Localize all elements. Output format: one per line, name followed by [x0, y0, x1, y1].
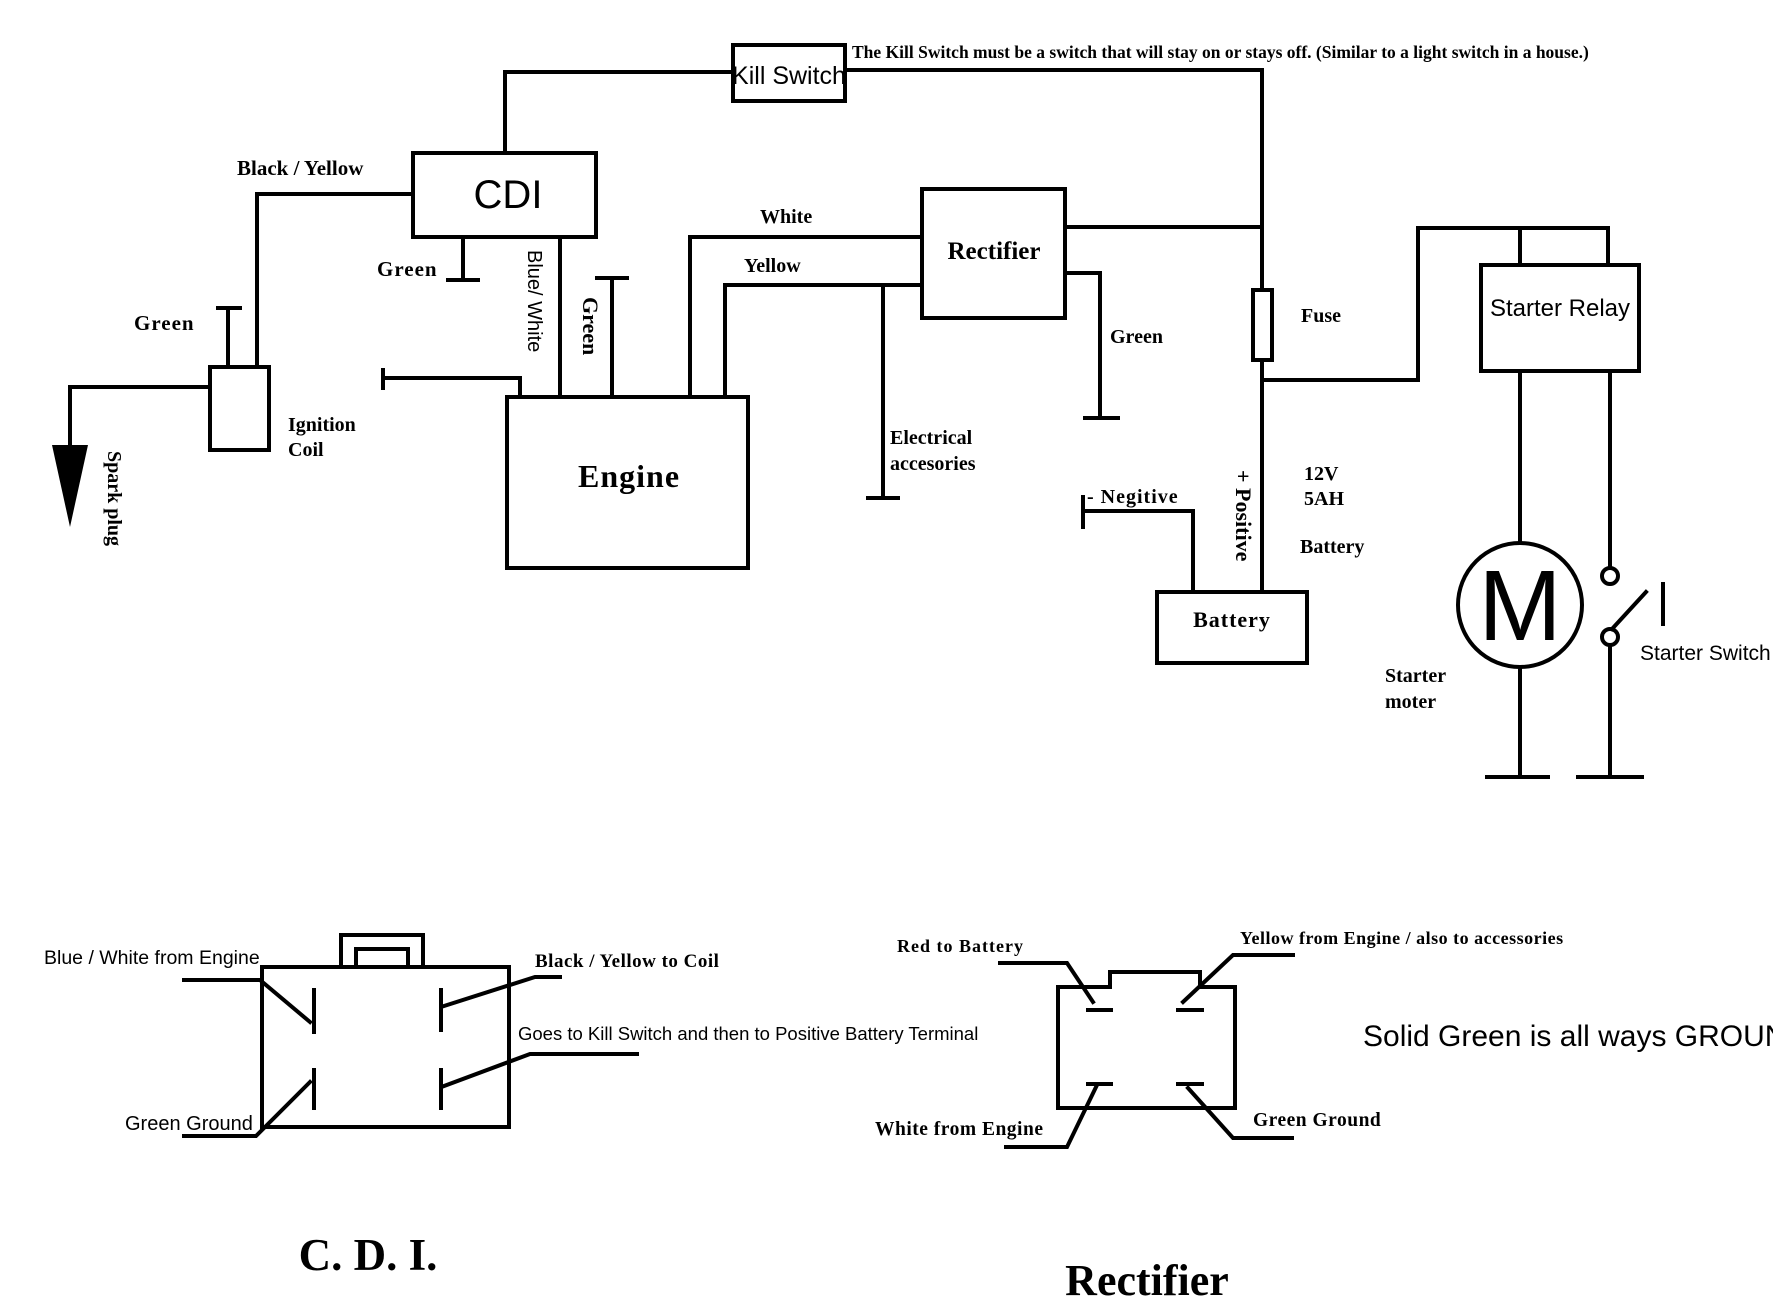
starter-switch-label: Starter Switch: [1640, 642, 1771, 665]
yellow-label: Yellow: [744, 255, 801, 277]
rect-label-yellow: Yellow from Engine / also to accessories: [1240, 928, 1564, 948]
fuse-box: [1251, 288, 1274, 362]
spark-plug-label: Spark plug: [103, 451, 125, 546]
cdi-pin-blue-white: [182, 978, 316, 1034]
wire-black-yellow: [255, 192, 415, 369]
starter-switch-icon: [1600, 566, 1665, 647]
electrical-label-1: Electrical: [890, 427, 973, 449]
rect-label-green-ground: Green Ground: [1253, 1110, 1381, 1131]
ignition-label-2: Coil: [288, 439, 324, 461]
battery-capacity: 5AH: [1304, 488, 1344, 510]
starter-motor-icon: [1456, 541, 1584, 669]
fuse-label: Fuse: [1301, 305, 1341, 327]
kill-switch-note: The Kill Switch must be a switch that wi…: [852, 42, 1589, 62]
electrical-label-2: accesories: [890, 453, 976, 475]
battery-negative-label: - Negitive: [1087, 486, 1179, 508]
battery-voltage: 12V: [1304, 463, 1339, 485]
wire-cdi-to-kill-switch: [503, 70, 735, 155]
cdi-label-green-ground: Green Ground: [125, 1113, 253, 1135]
wire-battery-negative: [1081, 495, 1195, 594]
green-engine-label: Green: [578, 297, 603, 355]
cdi-pin-green-ground: [182, 1068, 316, 1138]
wire-accessories: [866, 283, 900, 500]
wire-white: [688, 235, 924, 399]
ignition-coil-box: [208, 365, 271, 452]
starter-relay-label: Starter Relay: [1490, 295, 1630, 322]
wire-cdi-green: [446, 235, 480, 282]
battery-positive-label: + Positive: [1231, 470, 1256, 562]
starter-motor-label-1: Starter: [1385, 665, 1446, 687]
cdi-detail-title: C. D. I.: [299, 1230, 438, 1280]
starter-motor-label-2: moter: [1385, 691, 1436, 713]
rectifier-label: Rectifier: [948, 238, 1041, 265]
cdi-label: CDI: [474, 173, 543, 217]
cdi-pin-kill-switch: [439, 1052, 639, 1110]
green-cdi-label: Green: [377, 257, 438, 281]
starter-motor-symbol: M: [1478, 550, 1561, 662]
cdi-label-kill-switch: Goes to Kill Switch and then to Positive…: [518, 1023, 978, 1044]
rectifier-box: [920, 187, 1067, 320]
cdi-pin-black-yellow: [439, 975, 562, 1032]
black-yellow-label: Black / Yellow: [237, 156, 364, 180]
ground-note: Solid Green is all ways GROUND: [1363, 1020, 1773, 1053]
kill-switch-label: Kill Switch: [732, 62, 846, 90]
wire-rectifier-green: [1063, 271, 1120, 420]
rectifier-detail: Red to Battery Yellow from Engine / also…: [875, 928, 1564, 1303]
cdi-label-blue-white: Blue / White from Engine: [44, 947, 260, 969]
wire-to-starter-relay: [1260, 226, 1610, 382]
cdi-detail-tab: [339, 933, 425, 969]
main-wires: [68, 68, 1644, 779]
wire-yellow: [723, 283, 924, 399]
rect-label-red: Red to Battery: [897, 936, 1024, 956]
blue-white-label: Blue/ White: [523, 250, 545, 352]
kill-switch-box: [731, 43, 847, 103]
engine-box: [505, 395, 750, 570]
cdi-detail: Blue / White from Engine Black / Yellow …: [44, 933, 978, 1280]
battery-box: [1155, 590, 1309, 665]
rect-pin-red: [998, 961, 1113, 1012]
wire-spark-plug: [68, 385, 212, 447]
wire-engine-stub: [381, 368, 522, 399]
green-coil-label: Green: [134, 311, 195, 335]
rect-pin-green: [1176, 1082, 1294, 1140]
white-label: White: [760, 206, 812, 228]
battery-label: Battery: [1193, 607, 1271, 632]
cdi-detail-box: [260, 965, 511, 1129]
cdi-box: [411, 151, 598, 239]
rect-pin-white: [1004, 1082, 1113, 1149]
spark-plug-icon: [52, 445, 88, 527]
cdi-label-black-yellow: Black / Yellow to Coil: [535, 951, 719, 972]
green-rectifier-label: Green: [1110, 326, 1163, 348]
battery-side-label: Battery: [1300, 536, 1364, 558]
ignition-label-1: Ignition: [288, 414, 356, 436]
wire-engine-green: [595, 276, 629, 399]
wire-kill-switch-to-fuse: [841, 68, 1264, 292]
rect-label-white: White from Engine: [875, 1119, 1043, 1140]
wire-coil-green: [216, 306, 242, 369]
rect-pin-yellow: [1176, 953, 1295, 1012]
engine-label: Engine: [578, 458, 680, 494]
starter-relay-box: [1479, 263, 1641, 373]
rectifier-detail-title: Rectifier: [1065, 1256, 1229, 1303]
